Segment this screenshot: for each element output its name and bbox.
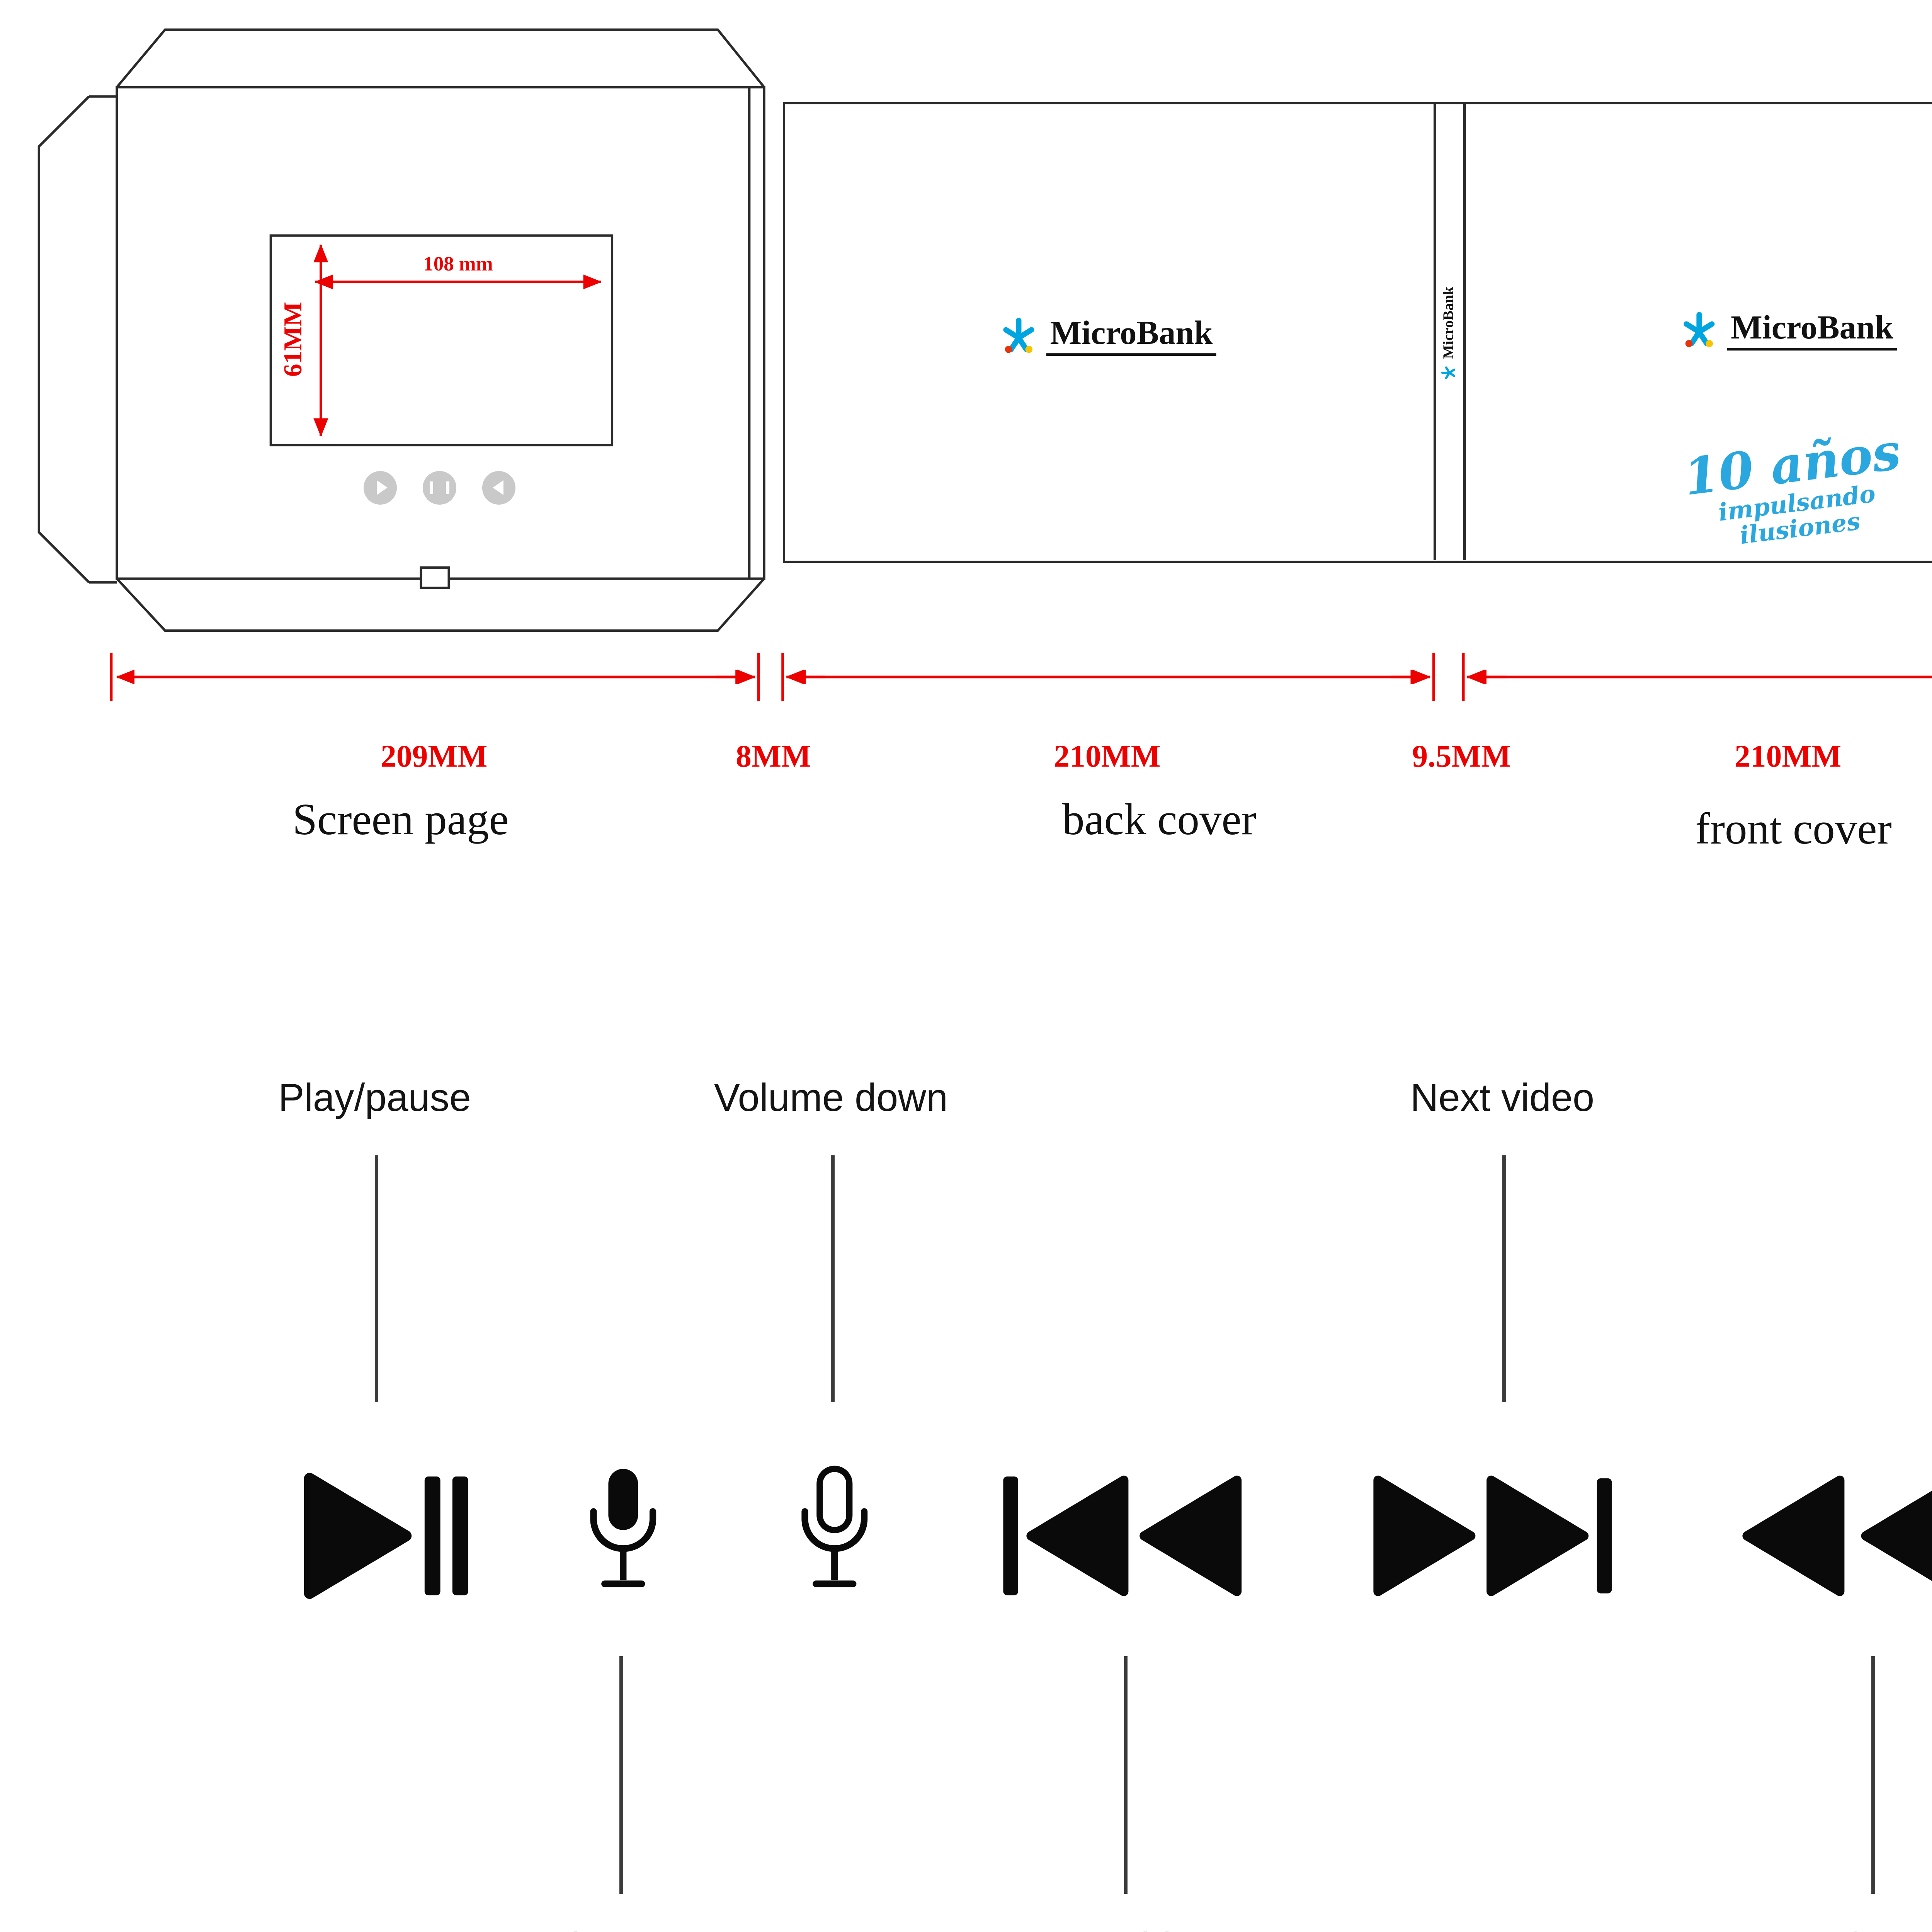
dieline-drawing [37, 28, 1932, 701]
pointer-volume-down [831, 1155, 835, 1402]
pointer-play-pause [374, 1155, 379, 1402]
screen-pause-button [423, 471, 456, 505]
label-last-video: Last video [1037, 1925, 1215, 1932]
pointer-next-video [1502, 1155, 1506, 1402]
label-volume-down: Volume down [714, 1076, 948, 1119]
dim-spine: 9.5MM [1412, 738, 1511, 774]
star-red-dot [1005, 345, 1012, 353]
star-yellow-dot [1025, 345, 1032, 353]
volume-up-icon [590, 1469, 656, 1587]
label-play-pause: Play/pause [278, 1076, 471, 1119]
microbank-logo-front: MicroBank [1679, 310, 1897, 351]
play-pause-icon [304, 1473, 468, 1599]
pointer-last-video [1124, 1656, 1128, 1894]
cover-strip [782, 102, 1932, 563]
dim-front-cover: 210MM [1734, 738, 1842, 774]
microbank-wordmark-back: MicroBank [1046, 316, 1216, 356]
pointer-volume-up [619, 1656, 623, 1894]
next-video-icon [1373, 1475, 1612, 1596]
volume-down-icon [801, 1466, 868, 1587]
rewind-icon [493, 480, 503, 495]
usb-notch [420, 566, 450, 589]
panel-name-screen-page: Screen page [292, 794, 509, 844]
dim-screen-page: 209MM [380, 738, 488, 774]
spine-fold-left [1434, 102, 1437, 560]
label-next-video: Next video [1410, 1076, 1595, 1119]
screen-height-dimension: 61MM [278, 302, 308, 377]
panel-name-back-cover: back cover [1062, 794, 1257, 844]
play-icon [376, 480, 388, 495]
screen-cutout [269, 234, 614, 447]
microbank-star-icon-front [1684, 312, 1715, 347]
screen-width-dimension: 108 mm [423, 252, 493, 275]
dim-hinge: 8MM [736, 738, 811, 774]
pointer-last-forwrad [1871, 1656, 1875, 1894]
dim-back-cover: 210MM [1054, 738, 1161, 774]
microbank-wordmark-spine: MicroBank [1440, 286, 1457, 359]
pause-icon [429, 481, 450, 495]
microbank-star-icon [1003, 318, 1034, 353]
microbank-star-icon-spine [1441, 366, 1456, 379]
dimension-arrows [110, 244, 1932, 701]
microbank-logo-spine: MicroBank [1440, 287, 1457, 381]
screen-page-outline [37, 28, 765, 632]
screen-play-button [363, 471, 397, 505]
microbank-wordmark-front: MicroBank [1727, 310, 1897, 351]
panel-name-front-cover: front cover [1695, 804, 1892, 854]
last-video-icon [1003, 1475, 1242, 1596]
screen-rewind-button [482, 471, 516, 505]
last-forwrad-icon [1742, 1475, 1932, 1596]
microbank-logo-back: MicroBank [998, 315, 1216, 356]
label-last-forwrad: Last forwrad [1762, 1925, 1932, 1932]
spine-fold-right [1463, 102, 1466, 560]
label-volume-up: Volume up [526, 1925, 709, 1932]
